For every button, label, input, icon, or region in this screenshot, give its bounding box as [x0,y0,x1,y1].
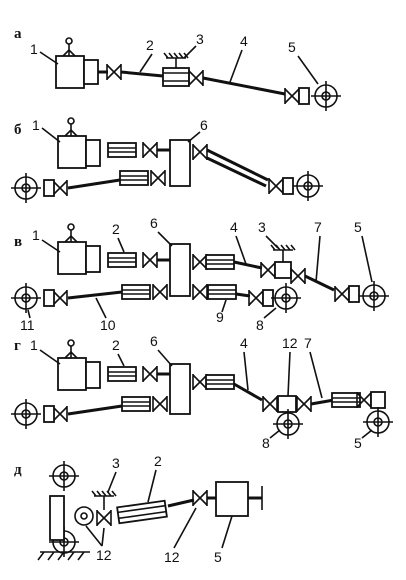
label-g-4: 4 [240,335,248,351]
wheel-icon [310,80,342,112]
label-g-7: 7 [304,335,312,351]
row-letter-g: г [14,338,21,354]
label-v-2: 2 [112,221,120,237]
label-v-1: 1 [32,227,40,243]
label-a-4: 4 [240,33,248,49]
cardan-shaft-icon [120,70,164,78]
label-d-12-a: 12 [96,547,112,563]
label-g-8: 8 [262,435,270,451]
scheme-g: г 1 2 6 4 12 [10,333,394,451]
label-d-2: 2 [154,453,162,469]
scheme-a: а 1 2 3 4 5 [14,26,342,112]
label-v-5: 5 [354,219,362,235]
label-b-1: 1 [32,117,40,133]
label-v-8: 8 [256,317,264,333]
row-letter-d: д [14,462,22,478]
row-letter-v: в [14,234,22,250]
label-d-3: 3 [112,455,120,471]
engine-icon [55,37,85,89]
row-letter-a: а [14,26,22,42]
hinge-icon [277,395,297,413]
label-v-11: 11 [20,317,35,333]
label-v-9: 9 [216,309,224,325]
label-d-12-b: 12 [164,549,180,565]
label-b-6: 6 [200,117,208,133]
gearbox-icon [83,59,99,85]
universal-joint-icon [106,63,122,81]
label-a-3: 3 [196,31,204,47]
label-v-6: 6 [150,215,158,231]
label-v-10: 10 [100,317,116,333]
scheme-d: д 3 2 12 [14,453,263,565]
label-g-1: 1 [30,337,38,353]
label-v-4: 4 [230,219,238,235]
label-g-12: 12 [282,335,298,351]
row-letter-b: б [14,122,22,138]
label-g-5: 5 [354,435,362,451]
label-a-1: 1 [30,41,38,57]
support-bearing-icon [91,490,117,510]
scheme-b: б 1 6 [10,117,324,204]
support-bearing-icon [270,244,296,279]
label-g-2: 2 [112,337,120,353]
scheme-v: в 1 2 [10,215,390,333]
label-g-6: 6 [150,333,158,349]
label-v-7: 7 [314,219,322,235]
label-a-5: 5 [288,39,296,55]
label-d-5: 5 [214,549,222,565]
label-v-3: 3 [258,219,266,235]
transfer-case-icon [169,139,191,187]
label-a-2: 2 [146,37,154,53]
